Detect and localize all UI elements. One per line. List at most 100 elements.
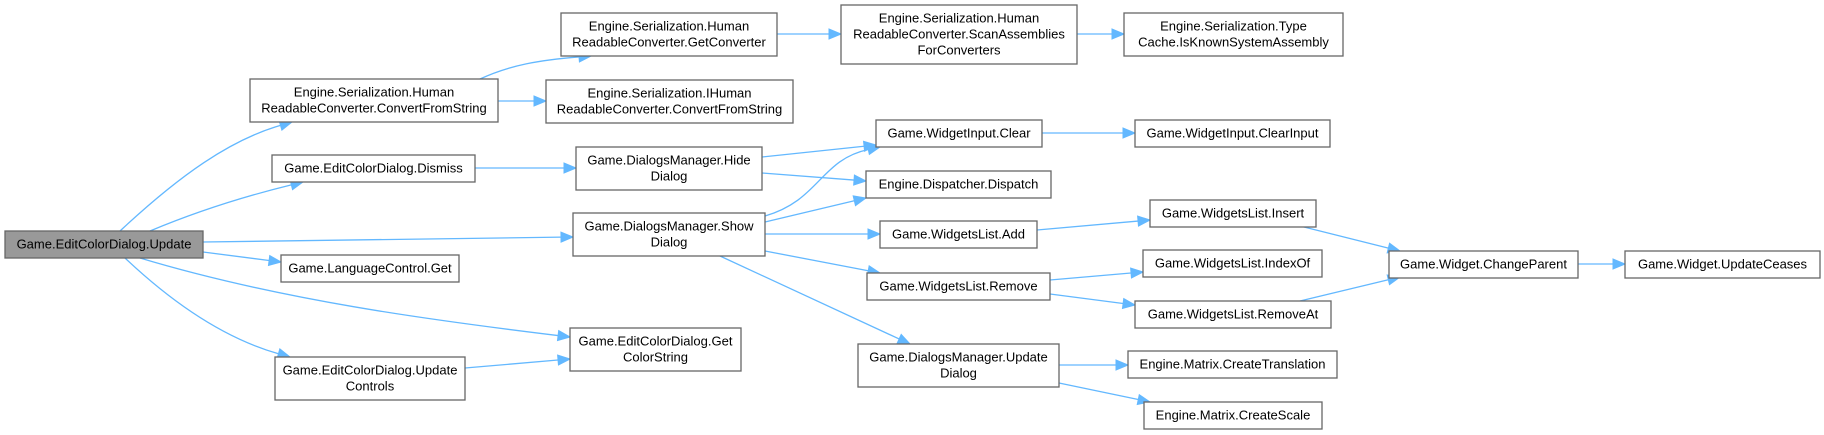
- arrowhead-icon: [556, 329, 572, 342]
- node-label: Engine.Serialization.Human: [879, 11, 1039, 26]
- edge-line: [764, 250, 869, 272]
- edge-hidedlg-to-wiclear: [761, 140, 878, 158]
- graph-node[interactable]: Engine.Matrix.CreateTranslation: [1127, 350, 1338, 379]
- edge-root-to-langget: [202, 251, 283, 267]
- node-box: [575, 146, 763, 191]
- arrowhead-icon: [867, 228, 882, 240]
- root-node[interactable]: Game.EditColorDialog.Update: [4, 230, 204, 259]
- node-label: Game.WidgetInput.ClearInput: [1147, 126, 1319, 141]
- edge-line: [764, 148, 869, 217]
- node-label: Game.WidgetsList.RemoveAt: [1148, 307, 1319, 322]
- graph-node[interactable]: Game.WidgetsList.Insert: [1149, 199, 1317, 228]
- node-label: Game.DialogsManager.Update: [869, 350, 1048, 365]
- node-label: Game.EditColorDialog.Update: [283, 363, 458, 378]
- node-box: [857, 343, 1060, 388]
- node-label: Game.LanguageControl.Get: [288, 261, 452, 276]
- graph-node[interactable]: Engine.Serialization.TypeCache.IsKnownSy…: [1123, 12, 1344, 57]
- node-label: Game.Widget.ChangeParent: [1400, 257, 1567, 272]
- node-box: [271, 154, 476, 183]
- arrowhead-icon: [533, 95, 548, 107]
- node-label: Game.WidgetsList.IndexOf: [1155, 256, 1311, 271]
- edge-line: [761, 145, 865, 158]
- graph-node[interactable]: Game.WidgetsList.RemoveAt: [1134, 300, 1332, 329]
- edge-line: [1049, 293, 1124, 305]
- edge-line: [1049, 272, 1132, 281]
- node-label: Controls: [346, 379, 395, 394]
- edge-line: [764, 200, 855, 223]
- edge-hrc_cfs-to-ihrc_cfs: [498, 95, 548, 107]
- node-box: [1134, 119, 1331, 148]
- edges-layer: [119, 28, 1627, 406]
- arrowhead-icon: [557, 354, 572, 366]
- edge-line: [149, 184, 292, 232]
- arrowhead-icon: [828, 28, 843, 40]
- graph-node[interactable]: Game.WidgetsList.Remove: [866, 272, 1051, 301]
- edge-wladd-to-wlinsert: [1036, 215, 1152, 231]
- graph-node[interactable]: Game.WidgetsList.IndexOf: [1142, 249, 1323, 278]
- edge-line: [202, 236, 562, 243]
- edge-wlremove-to-wlremoveat: [1049, 293, 1137, 310]
- edge-line: [761, 172, 855, 181]
- node-label: ColorString: [623, 350, 688, 365]
- node-box: [875, 119, 1043, 148]
- node-box: [1624, 250, 1821, 279]
- node-box: [560, 12, 778, 57]
- arrowhead-icon: [563, 162, 578, 174]
- graph-node[interactable]: Engine.Serialization.HumanReadableConver…: [249, 78, 499, 123]
- arrowhead-icon: [1115, 359, 1130, 371]
- graph-node[interactable]: Engine.Serialization.HumanReadableConver…: [840, 4, 1078, 65]
- graph-node[interactable]: Engine.Serialization.HumanReadableConver…: [560, 12, 778, 57]
- graph-node[interactable]: Engine.Serialization.IHumanReadableConve…: [545, 79, 794, 124]
- edge-upddlg-to-mtrans: [1059, 359, 1130, 371]
- graph-node[interactable]: Game.WidgetInput.Clear: [875, 119, 1043, 148]
- graph-node[interactable]: Game.Widget.UpdateCeases: [1624, 250, 1821, 279]
- edge-wlinsert-to-chparent: [1299, 225, 1402, 254]
- graph-node[interactable]: Engine.Matrix.CreateScale: [1143, 401, 1323, 430]
- node-box: [865, 170, 1052, 199]
- node-label: ReadableConverter.ConvertFromString: [261, 101, 486, 116]
- edge-line: [1036, 220, 1139, 231]
- node-label: ForConverters: [917, 43, 1001, 58]
- arrowhead-icon: [1130, 267, 1145, 279]
- edge-line: [719, 255, 900, 340]
- edge-line: [202, 251, 270, 262]
- node-label: Game.WidgetsList.Insert: [1162, 206, 1305, 221]
- node-label: Dialog: [651, 235, 688, 250]
- graph-node[interactable]: Game.WidgetsList.Add: [879, 220, 1038, 249]
- nodes-layer: Game.EditColorDialog.Update Engine.Serial…: [4, 4, 1821, 430]
- edge-root-to-updctrl: [124, 257, 292, 360]
- arrowhead-icon: [852, 195, 868, 207]
- arrowhead-icon: [1121, 297, 1137, 310]
- node-label: Engine.Serialization.Human: [589, 19, 749, 34]
- node-box: [1123, 12, 1344, 57]
- node-box: [1149, 199, 1317, 228]
- arrowhead-icon: [1612, 258, 1627, 270]
- edge-root-to-showdlg: [202, 231, 575, 243]
- edge-showdlg-to-wladd: [765, 228, 882, 240]
- node-label: Game.WidgetsList.Remove: [879, 279, 1037, 294]
- graph-node[interactable]: Game.EditColorDialog.Dismiss: [271, 154, 476, 183]
- edge-dismiss-to-hidedlg: [475, 162, 578, 174]
- node-box: [1127, 350, 1338, 379]
- node-box: [866, 272, 1051, 301]
- graph-node[interactable]: Game.Widget.ChangeParent: [1388, 250, 1579, 279]
- node-label: Game.Widget.UpdateCeases: [1638, 257, 1808, 272]
- node-box: [572, 212, 766, 257]
- arrowhead-icon: [1137, 215, 1152, 227]
- node-label: Engine.Serialization.IHuman: [587, 86, 751, 101]
- graph-node[interactable]: Game.LanguageControl.Get: [280, 254, 460, 283]
- graph-node[interactable]: Engine.Dispatcher.Dispatch: [865, 170, 1052, 199]
- edge-root-to-getcolor: [139, 257, 572, 342]
- node-label: Engine.Matrix.CreateTranslation: [1140, 357, 1326, 372]
- edge-line: [139, 257, 559, 337]
- edge-showdlg-to-dispatch: [764, 195, 868, 223]
- graph-node[interactable]: Game.WidgetInput.ClearInput: [1134, 119, 1331, 148]
- node-label: Game.DialogsManager.Hide: [587, 153, 750, 168]
- edge-showdlg-to-wlremove: [764, 250, 882, 277]
